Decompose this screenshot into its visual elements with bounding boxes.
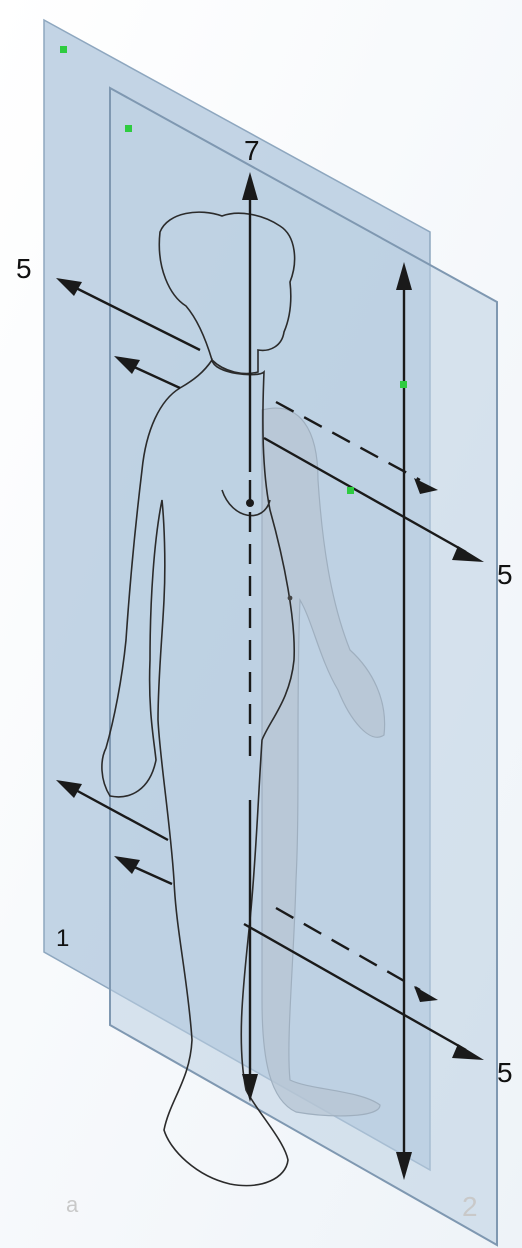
marker-1	[60, 46, 67, 53]
axis-dot	[246, 499, 254, 507]
label-plane-2: 2	[462, 1191, 478, 1222]
label-plane-1: 1	[56, 925, 69, 952]
label-upper-right: 5	[497, 559, 513, 590]
label-panel: a	[66, 1192, 79, 1217]
label-upper-left: 5	[16, 253, 32, 284]
marker-4	[347, 487, 354, 494]
label-lower-right: 5	[497, 1057, 513, 1088]
label-vertical-axis: 7	[244, 135, 260, 166]
marker-3	[400, 381, 407, 388]
marker-2	[125, 125, 132, 132]
navel	[288, 596, 293, 601]
